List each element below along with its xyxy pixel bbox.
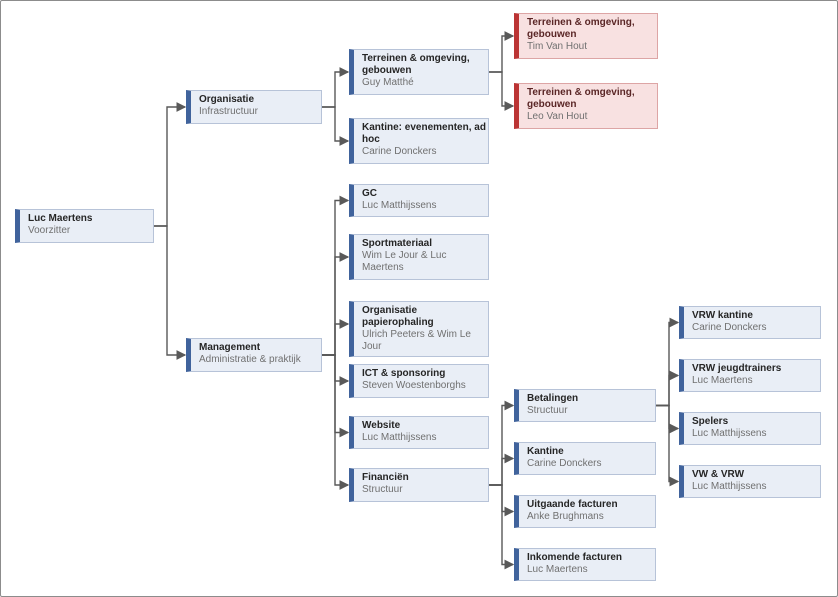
connector-betalingen-vw-vrw xyxy=(656,404,680,487)
node-subtitle: Luc Matthijssens xyxy=(692,481,767,492)
connector-terreinen-guy-terreinen-tim xyxy=(489,31,515,73)
node-title: Organisatie xyxy=(199,94,255,105)
node-title: GC xyxy=(362,188,377,199)
node-title: Sportmateriaal xyxy=(362,238,433,249)
node-subtitle: Structuur xyxy=(527,405,568,416)
connector-management-papierophaling xyxy=(322,319,350,356)
node-title: Kantine: evenementen, ad hoc xyxy=(362,122,486,145)
node-subtitle: Steven Woestenborghs xyxy=(362,380,466,391)
node-title: Terreinen & omgeving, gebouwen xyxy=(527,17,635,40)
node-subtitle: Luc Maertens xyxy=(527,564,588,575)
node-title: VRW jeugdtrainers xyxy=(692,363,782,374)
connector-root-organisatie xyxy=(154,102,187,227)
node-subtitle: Guy Matthé xyxy=(362,77,414,88)
node-title: Uitgaande facturen xyxy=(527,499,618,510)
node-subtitle: Voorzitter xyxy=(28,225,71,236)
node-title: Betalingen xyxy=(527,393,579,404)
node-title: VW & VRW xyxy=(692,469,745,480)
node-subtitle: Tim Van Hout xyxy=(527,41,588,52)
node-subtitle: Luc Matthijssens xyxy=(692,428,767,439)
node-subtitle: Carine Donckers xyxy=(692,322,767,333)
node-subtitle: Structuur xyxy=(362,484,403,495)
node-subtitle: Luc Maertens xyxy=(692,375,753,386)
node-title: Terreinen & omgeving, gebouwen xyxy=(362,53,470,76)
connector-betalingen-vrw-jeugdtrainers xyxy=(656,370,680,407)
connector-organisatie-kantine-adhoc xyxy=(322,106,350,146)
node-subtitle: Administratie & praktijk xyxy=(199,354,301,365)
node-title: Website xyxy=(362,420,401,431)
connector-betalingen-vrw-kantine xyxy=(656,317,680,407)
node-title: Financiën xyxy=(362,472,409,483)
connector-terreinen-guy-terreinen-leo xyxy=(489,71,515,111)
connector-financien-inkomende xyxy=(489,484,515,570)
connector-management-ict xyxy=(322,354,350,386)
connector-management-gc xyxy=(322,195,350,356)
node-title: Terreinen & omgeving, gebouwen xyxy=(527,87,635,110)
connector-financien-betalingen xyxy=(489,400,515,486)
node-subtitle: Luc Matthijssens xyxy=(362,432,437,443)
node-title: Organisatie papierophaling xyxy=(362,305,434,328)
connector-management-financien xyxy=(322,354,350,490)
node-subtitle: Infrastructuur xyxy=(199,106,258,117)
node-title: VRW kantine xyxy=(692,310,753,321)
connector-management-sportmateriaal xyxy=(322,252,350,356)
connector-financien-uitgaande xyxy=(489,484,515,517)
node-subtitle: Wim Le Jour & Luc Maertens xyxy=(362,250,447,273)
node-subtitle: Luc Matthijssens xyxy=(362,200,437,211)
node-subtitle: Carine Donckers xyxy=(527,458,602,469)
connector-betalingen-spelers xyxy=(656,404,680,434)
node-title: Kantine xyxy=(527,446,564,457)
node-subtitle: Anke Brughmans xyxy=(527,511,604,522)
node-subtitle: Leo Van Hout xyxy=(527,111,588,122)
node-title: Spelers xyxy=(692,416,729,427)
node-subtitle: Ulrich Peeters & Wim Le Jour xyxy=(362,329,471,352)
node-title: Luc Maertens xyxy=(28,213,93,224)
node-title: ICT & sponsoring xyxy=(362,368,446,379)
connector-root-management xyxy=(154,225,187,360)
node-subtitle: Carine Donckers xyxy=(362,146,437,157)
connector-financien-kantine-fin xyxy=(489,453,515,486)
connector-organisatie-terreinen-guy xyxy=(322,67,350,108)
node-title: Inkomende facturen xyxy=(527,552,623,563)
node-title: Management xyxy=(199,342,261,353)
connector-management-website xyxy=(322,354,350,438)
